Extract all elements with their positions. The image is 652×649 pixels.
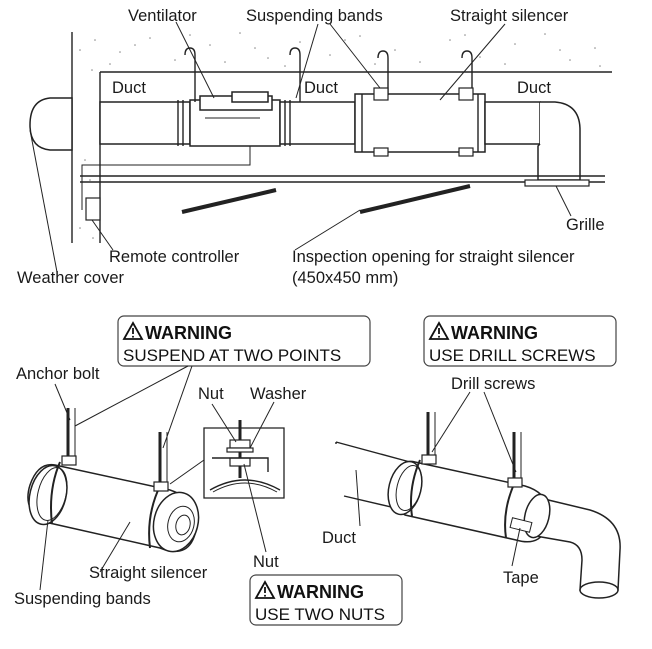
ceiling-board [80,175,605,187]
inspection-opening [181,184,471,214]
label-straight-silencer-bottom: Straight silencer [89,564,208,582]
nut-washer-detail [169,420,285,499]
remote-controller [81,146,251,221]
label-anchor-bolt: Anchor bolt [16,365,100,383]
label-remote-controller: Remote controller [109,248,240,266]
warning-triangle-icon [428,321,450,340]
weather-cover [29,97,73,151]
label-inspection-opening: Inspection opening for straight silencer [292,248,575,266]
label-grille: Grille [566,216,605,234]
top-installation-view: Ventilator Suspending bands Straight sil… [17,7,612,287]
warning-title: WARNING [277,582,364,602]
label-duct-bottom: Duct [322,529,356,547]
label-duct-right: Duct [517,79,551,97]
warning-suspend-two-points: WARNING SUSPEND AT TWO POINTS [117,315,371,367]
label-straight-silencer-top: Straight silencer [450,7,569,25]
label-duct-middle: Duct [304,79,338,97]
grille [524,179,590,187]
label-suspending-bands-bottom: Suspending bands [14,590,151,608]
label-tape: Tape [503,569,539,587]
warning-text: USE DRILL SCREWS [429,346,596,365]
label-duct-left: Duct [112,79,146,97]
warning-use-drill-screws: WARNING USE DRILL SCREWS [423,315,617,367]
warning-use-two-nuts: WARNING USE TWO NUTS [249,574,403,626]
warning-title: WARNING [451,323,538,343]
warning-triangle-icon [254,580,276,599]
warning-triangle-icon [122,321,144,340]
hanger-bolts [184,47,474,157]
label-weather-cover: Weather cover [17,269,124,287]
warning-text: SUSPEND AT TWO POINTS [123,346,341,365]
label-washer: Washer [250,385,307,403]
label-inspection-size: (450x450 mm) [292,269,398,287]
label-ventilator: Ventilator [128,7,197,25]
label-nut-top: Nut [198,385,224,403]
ventilator-unit [199,91,273,119]
straight-silencer-top [354,93,486,153]
ceiling-slab [78,28,612,73]
duct-drill-screws-detail: Drill screws Duct Tape [322,375,621,599]
warning-title: WARNING [145,323,232,343]
duct-run [99,93,581,181]
label-drill-screws: Drill screws [451,375,535,393]
label-suspending-bands-top: Suspending bands [246,7,383,25]
warning-text: USE TWO NUTS [255,605,385,624]
silencer-suspension-detail: Anchor bolt Nut Washer Nut Straight sile… [14,365,307,608]
label-nut-bottom: Nut [253,553,279,571]
